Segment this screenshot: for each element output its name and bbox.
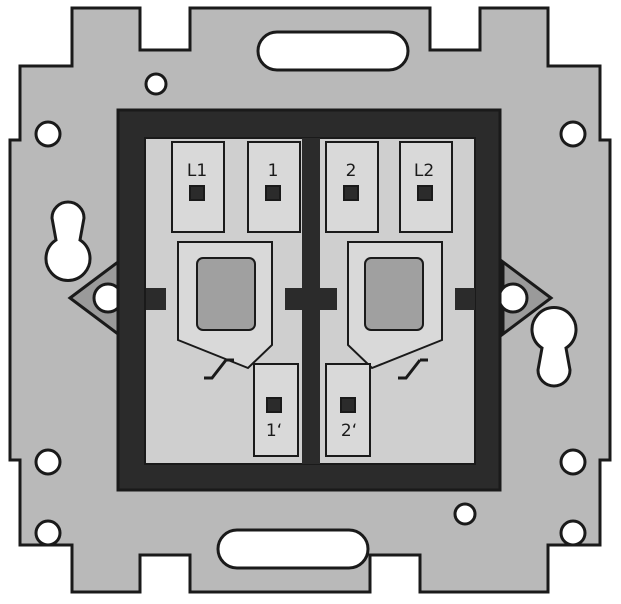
label-1-prime: 1‘: [266, 421, 282, 441]
label-2-prime: 2‘: [341, 421, 357, 441]
right-window: [364, 257, 424, 331]
screw-hole-icon: [144, 72, 168, 96]
right-module: [325, 141, 453, 457]
label-l2: L2: [414, 161, 434, 181]
label-l1: L1: [187, 161, 207, 181]
terminal-labels: L1 1 2 L2 1‘ 2‘: [187, 161, 434, 441]
keyhole-slot-icon: [44, 200, 92, 282]
left-window: [196, 257, 256, 331]
switch-symbol-icon: [398, 358, 428, 380]
left-module: [171, 141, 301, 457]
label-1: 1: [268, 161, 279, 181]
screw-hole-icon: [34, 448, 62, 476]
label-2: 2: [346, 161, 357, 181]
screw-hole-icon: [559, 120, 587, 148]
screw-hole-icon: [34, 120, 62, 148]
screw-hole-icon: [559, 448, 587, 476]
screw-hole-icon: [453, 502, 477, 526]
bottom-slot: [216, 528, 370, 570]
screw-hole-icon: [34, 519, 62, 547]
switch-symbol-icon: [204, 358, 234, 380]
screw-hole-icon: [559, 519, 587, 547]
top-slot: [256, 30, 410, 72]
plate-cutouts: [34, 30, 587, 570]
keyhole-slot-icon: [530, 306, 578, 388]
